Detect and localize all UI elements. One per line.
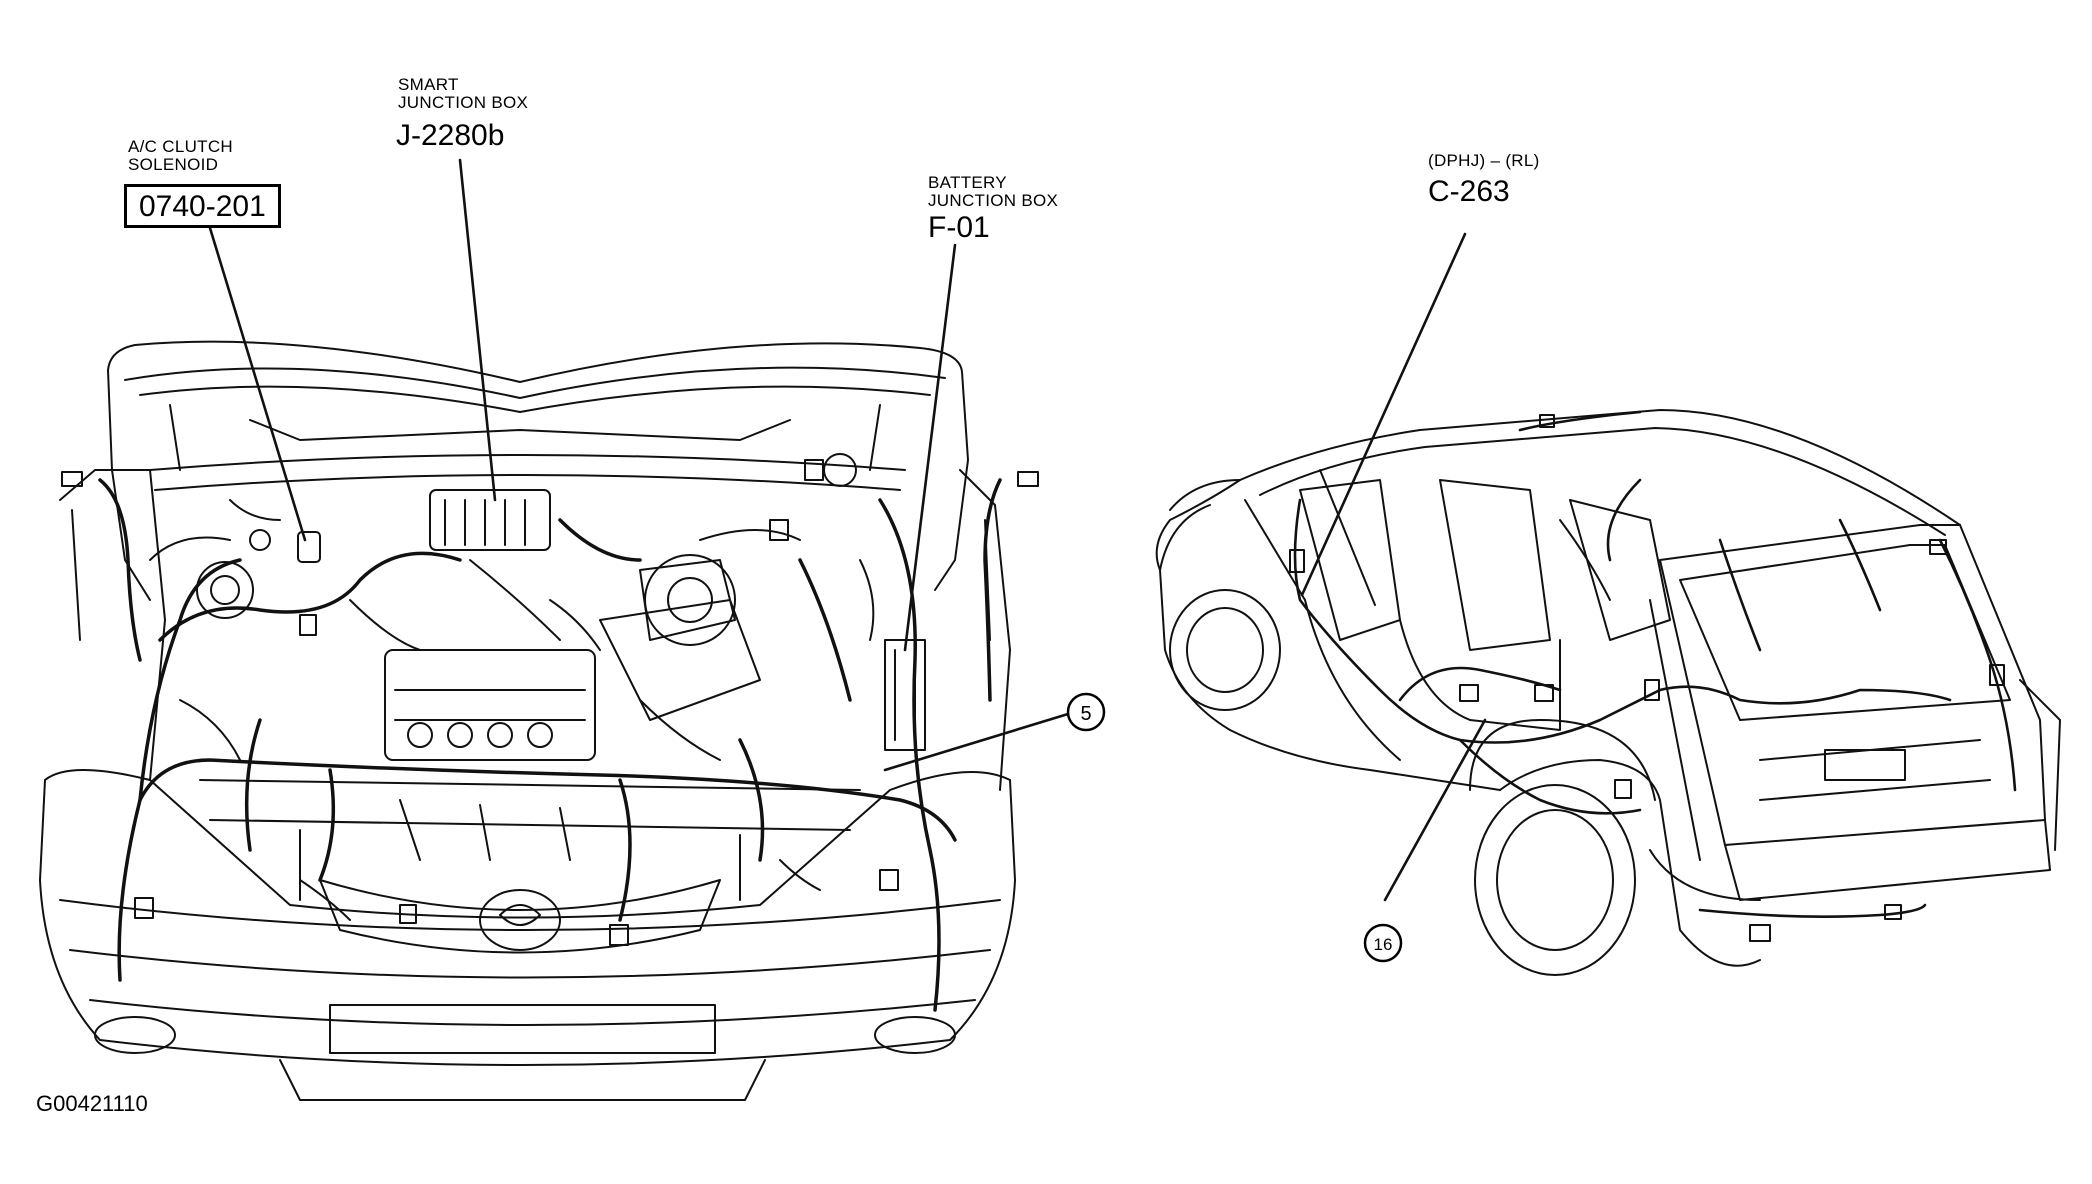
ac-clutch-code: 0740-201 [124, 184, 281, 228]
smart-junction-box-title-line2: JUNCTION BOX [398, 92, 529, 112]
vehicle-body-illustration [1155, 409, 2061, 976]
battery-junction-box-title-line1: BATTERY [928, 173, 1007, 192]
smart-junction-box-title-line1: SMART [398, 75, 459, 94]
rear-connector-code: C-263 [1428, 175, 1510, 208]
marker-5: 5 [1066, 692, 1106, 732]
figure-id: G00421110 [36, 1091, 148, 1116]
ac-clutch-title-line1: A/C CLUTCH [128, 137, 234, 156]
marker-16: 16 [1363, 923, 1403, 963]
battery-junction-box-title-line2: JUNCTION BOX [928, 190, 1059, 210]
left-leader-lines [208, 158, 1070, 772]
marker-16-label: 16 [1374, 935, 1393, 954]
rear-connector-title: (DPHJ) – (RL) [1428, 151, 1540, 170]
engine-bay-illustration [39, 340, 1039, 1101]
battery-junction-box-title: BATTERY JUNCTION BOX [928, 174, 1058, 210]
smart-junction-box-code: J-2280b [396, 119, 505, 152]
battery-junction-box-code: F-01 [928, 211, 990, 244]
ac-clutch-title: A/C CLUTCH SOLENOID [128, 138, 233, 174]
right-leader-lines [1300, 232, 1487, 902]
marker-5-label: 5 [1080, 703, 1091, 725]
ac-clutch-title-line2: SOLENOID [128, 154, 219, 174]
smart-junction-box-title: SMART JUNCTION BOX [398, 76, 528, 112]
